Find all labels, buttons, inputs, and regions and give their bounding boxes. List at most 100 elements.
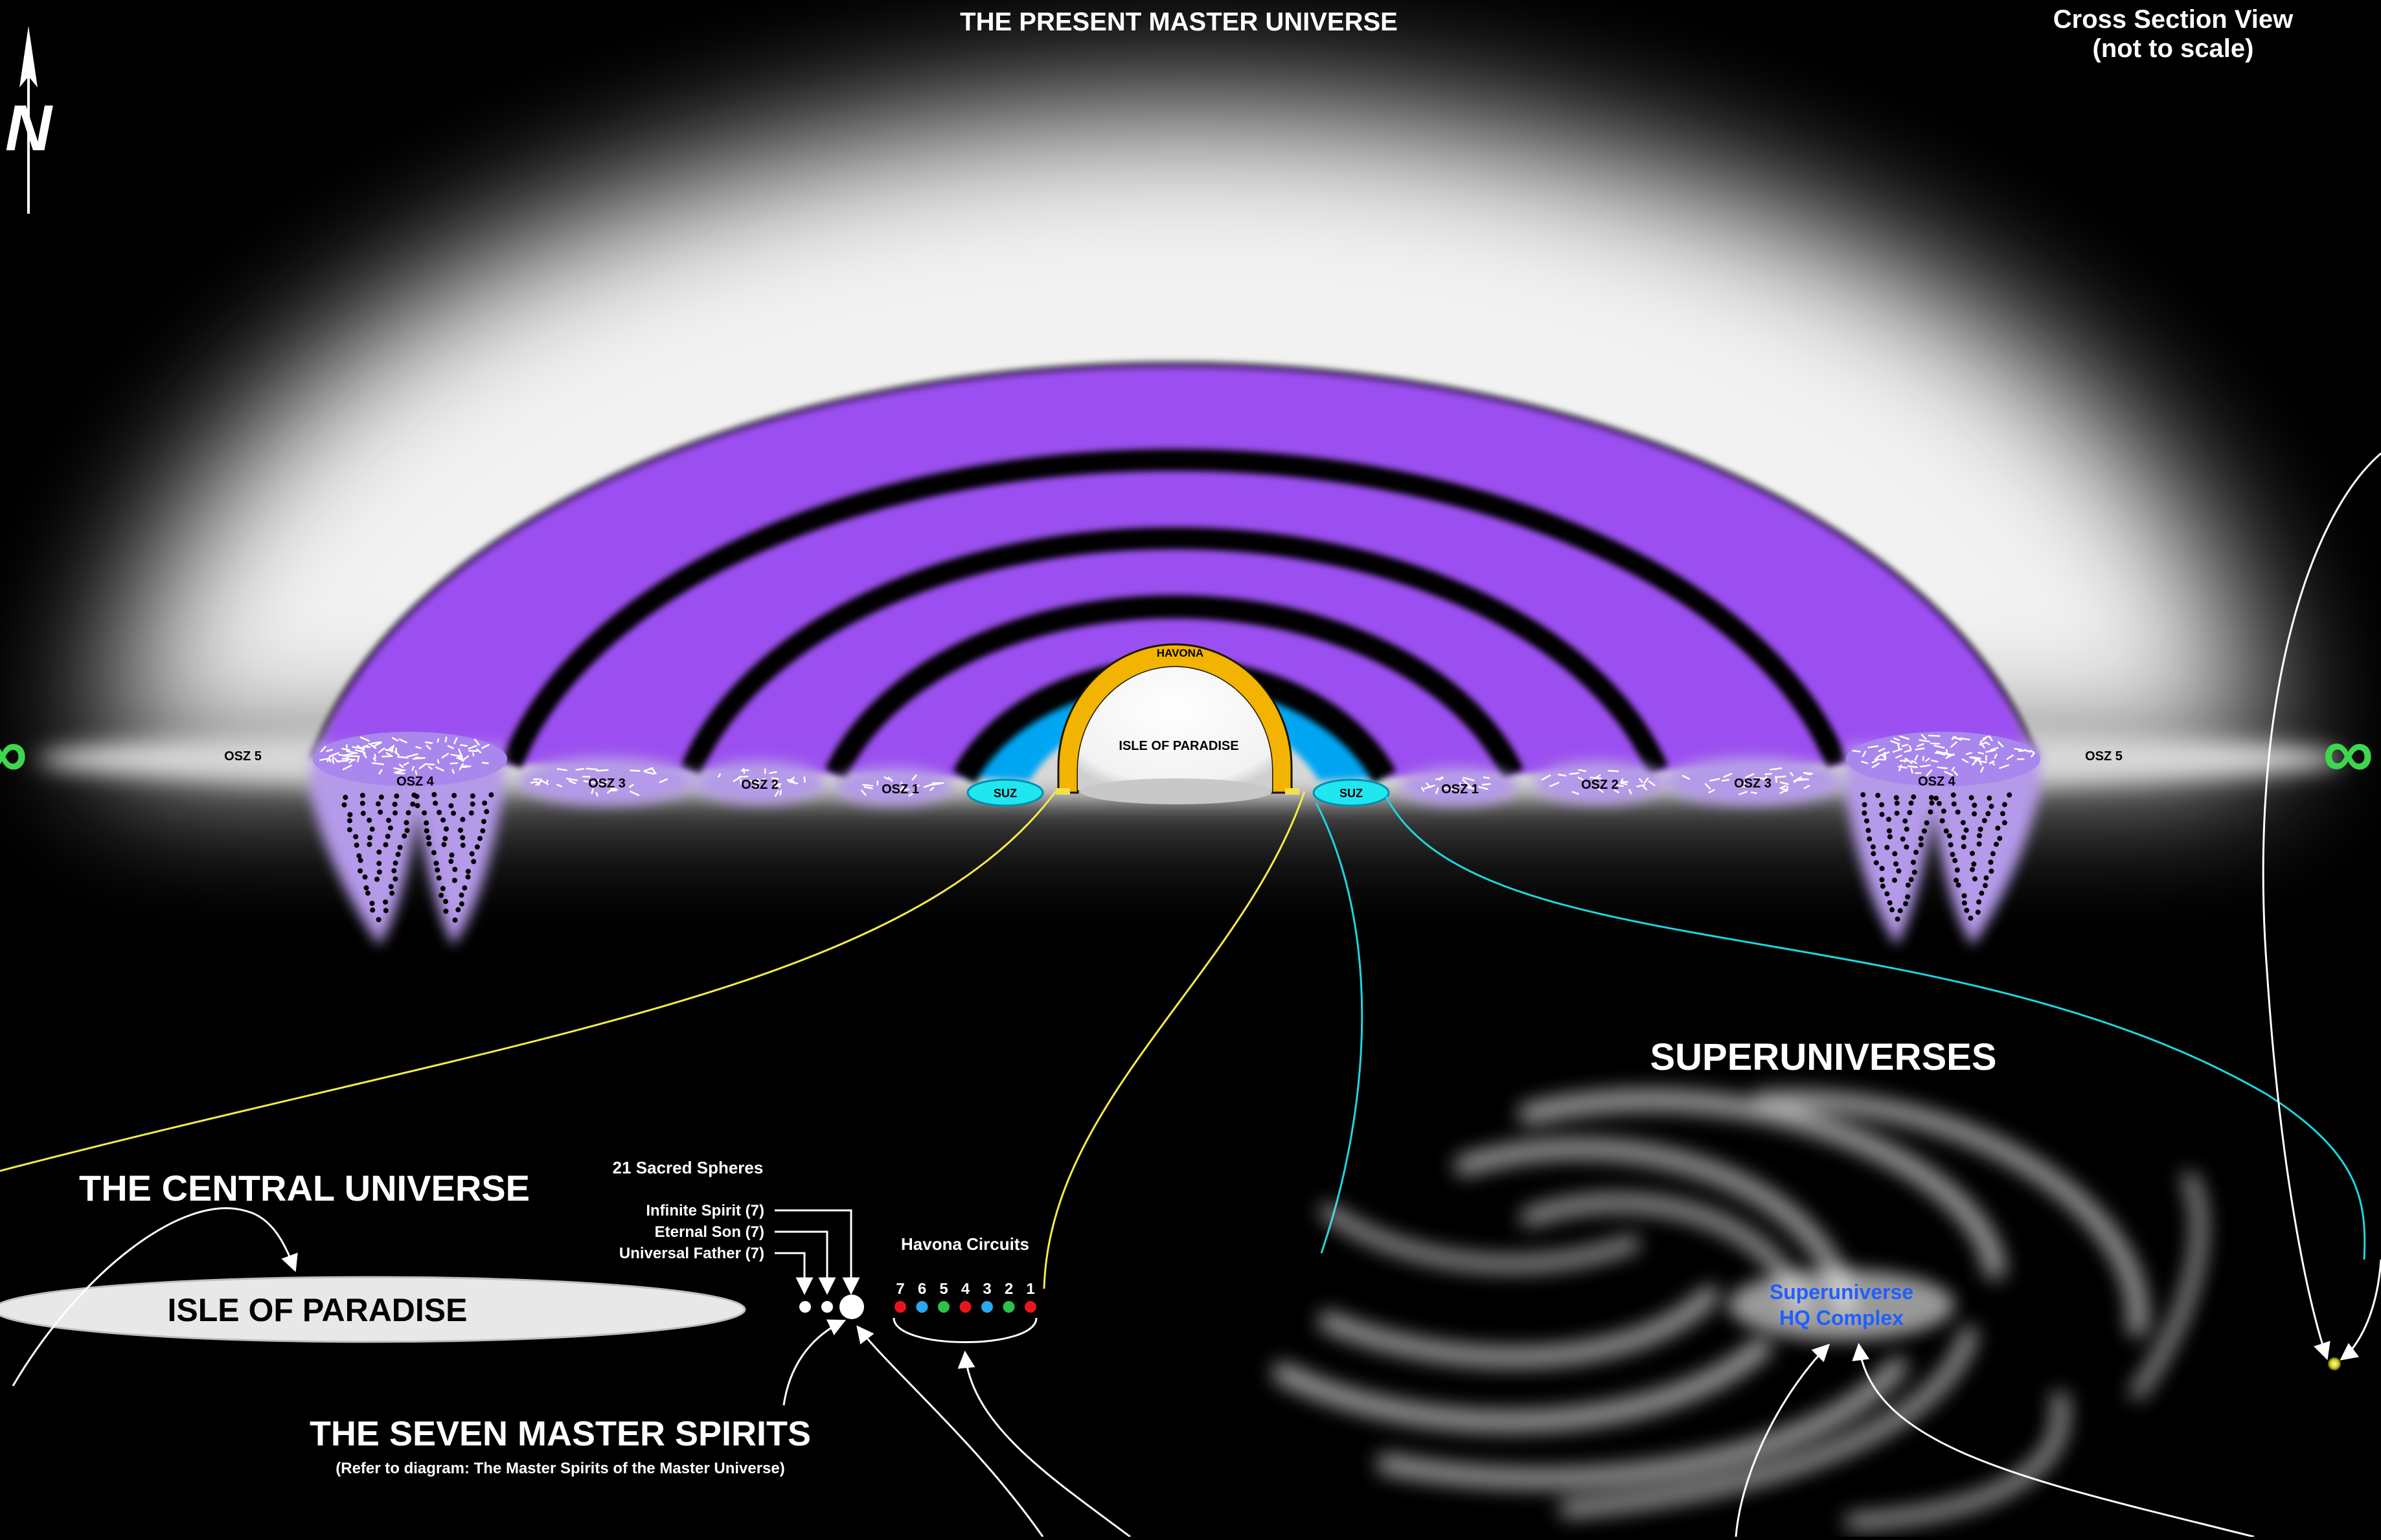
star-dash bbox=[385, 750, 393, 751]
star-dot bbox=[1985, 811, 1990, 816]
star-dot bbox=[367, 835, 372, 841]
havona-circuit-number: 1 bbox=[1026, 1280, 1034, 1298]
star-dot bbox=[379, 795, 384, 800]
star-dot bbox=[1972, 876, 1977, 881]
star-dot bbox=[488, 792, 494, 797]
star-dash bbox=[1909, 746, 1911, 749]
star-dot bbox=[470, 802, 475, 807]
star-dash bbox=[547, 780, 548, 784]
star-dot bbox=[470, 851, 475, 856]
star-dot bbox=[1941, 809, 1946, 814]
star-dash bbox=[780, 791, 781, 795]
havona-circuit-dot bbox=[1003, 1301, 1015, 1313]
arrow-right-edge-to-sun bbox=[2342, 1260, 2381, 1359]
star-dot bbox=[1911, 860, 1916, 865]
star-dot bbox=[410, 802, 415, 807]
master-spirits-reference: (Refer to diagram: The Master Spirits of… bbox=[336, 1460, 785, 1477]
star-dot bbox=[1895, 800, 1900, 806]
star-dot bbox=[370, 826, 375, 832]
view-caption-line1: Cross Section View bbox=[2053, 5, 2294, 34]
star-dot bbox=[1977, 841, 1982, 846]
star-dot bbox=[1909, 800, 1914, 806]
star-dot bbox=[431, 792, 437, 797]
star-dot bbox=[1887, 828, 1892, 833]
star-dot bbox=[458, 828, 463, 833]
star-dot bbox=[1865, 828, 1871, 833]
star-dash bbox=[1751, 792, 1757, 793]
havona-circuit-number: 3 bbox=[983, 1280, 991, 1298]
havona-circuit-dot bbox=[1025, 1301, 1036, 1313]
star-dot bbox=[404, 820, 409, 825]
star-dot bbox=[1887, 834, 1893, 839]
star-dot bbox=[1978, 827, 1983, 832]
star-dot bbox=[1970, 867, 1975, 872]
star-dot bbox=[1950, 852, 1955, 857]
star-dot bbox=[1961, 844, 1966, 849]
star-dash bbox=[1931, 743, 1939, 744]
seven-master-spirits-heading: THE SEVEN MASTER SPIRITS bbox=[310, 1414, 811, 1453]
star-dash bbox=[1570, 773, 1578, 775]
star-dot bbox=[367, 842, 372, 847]
star-dot bbox=[1976, 900, 1981, 905]
star-dot bbox=[393, 876, 398, 881]
star-dot bbox=[363, 874, 368, 879]
star-dot bbox=[1895, 811, 1900, 816]
star-dot bbox=[1961, 835, 1966, 840]
star-dash bbox=[1766, 774, 1772, 775]
star-dot bbox=[482, 800, 487, 806]
infinite-spirit-sphere bbox=[839, 1295, 864, 1319]
star-dot bbox=[440, 886, 446, 891]
star-dot bbox=[2000, 811, 2005, 816]
star-dot bbox=[364, 885, 369, 890]
infinity-icon-right: ∞ bbox=[2323, 713, 2373, 793]
star-dot bbox=[442, 836, 448, 841]
star-dash bbox=[425, 764, 434, 765]
star-dot bbox=[391, 868, 396, 874]
star-dot bbox=[453, 918, 458, 923]
star-dot bbox=[431, 850, 437, 855]
suz-label-right: SUZ bbox=[1339, 787, 1363, 800]
star-dot bbox=[1961, 820, 1966, 825]
star-dot bbox=[455, 907, 461, 912]
star-dot bbox=[1906, 883, 1911, 888]
star-dot bbox=[1954, 878, 1959, 883]
star-dot bbox=[1880, 812, 1885, 817]
star-dot bbox=[386, 818, 391, 823]
star-dot bbox=[376, 917, 382, 922]
star-dot bbox=[393, 861, 398, 866]
star-dot bbox=[469, 810, 474, 815]
star-dash bbox=[1853, 751, 1860, 752]
star-dot bbox=[1860, 792, 1865, 797]
teal-connector-down bbox=[1316, 803, 1362, 1253]
star-dot bbox=[449, 803, 454, 808]
page-title: THE PRESENT MASTER UNIVERSE bbox=[960, 8, 1398, 36]
star-dot bbox=[1929, 795, 1934, 800]
star-dot bbox=[466, 869, 471, 874]
star-dash bbox=[597, 770, 608, 771]
star-dash bbox=[1916, 749, 1924, 750]
star-dash bbox=[1484, 777, 1489, 778]
havona-circuit-number: 2 bbox=[1005, 1280, 1013, 1298]
osz2-label-left: OSZ 2 bbox=[741, 778, 779, 792]
star-dot bbox=[1907, 810, 1912, 815]
star-dot bbox=[370, 907, 375, 912]
star-dot bbox=[452, 867, 457, 872]
star-dot bbox=[466, 874, 471, 879]
star-dot bbox=[360, 793, 365, 798]
star-dot bbox=[460, 817, 465, 822]
star-dot bbox=[450, 852, 455, 857]
star-dash bbox=[742, 770, 748, 771]
star-dot bbox=[1871, 844, 1876, 850]
star-dot bbox=[378, 810, 383, 815]
star-dash bbox=[1941, 767, 1947, 768]
star-dot bbox=[1989, 804, 1994, 809]
star-dot bbox=[1994, 842, 1999, 847]
star-dot bbox=[1970, 851, 1975, 856]
star-dash bbox=[453, 770, 454, 773]
star-dot bbox=[1971, 861, 1976, 866]
star-dot bbox=[383, 900, 388, 905]
star-dot bbox=[1948, 843, 1954, 848]
star-dot bbox=[1871, 851, 1876, 856]
star-dash bbox=[426, 742, 432, 743]
